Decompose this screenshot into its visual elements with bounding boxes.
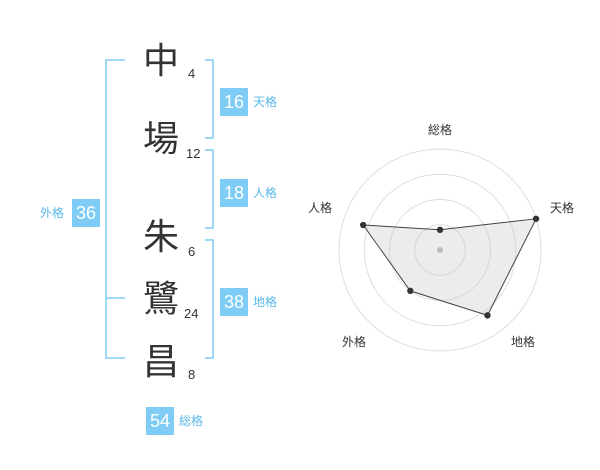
radar-point [436,226,444,233]
soukaku-value: 54 [146,407,174,435]
radar-axis-label-chikaku: 地格 [511,334,535,349]
name-char-1: 中 [143,41,180,82]
chikaku-value: 38 [220,288,248,316]
radar-ring [414,224,466,276]
gaikaku-value: 36 [72,199,100,227]
stroke-count-2: 12 [186,146,201,161]
radar-center-dot [437,247,443,253]
gaikaku-bracket [105,59,125,359]
stroke-count-3: 6 [188,244,196,259]
radar-axis-label-soukaku: 総格 [428,122,452,137]
stroke-count-5: 8 [188,367,196,382]
stroke-count-4: 24 [184,306,199,321]
radar-point [484,312,491,319]
radar-point [532,215,540,222]
jinkaku-label: 人格 [253,186,278,200]
stroke-count-1: 4 [188,66,196,81]
radar-axis-label-gaikaku: 外格 [342,334,366,349]
name-char-5: 昌 [143,342,180,383]
name-char-3: 朱 [143,217,180,258]
radar-points [359,215,540,319]
tenkaku-value: 16 [220,88,248,116]
radar-point [407,287,414,295]
name-char-2: 場 [143,119,180,160]
radar-axis-label-tenkaku: 天格 [550,200,574,215]
tenkaku-bracket [205,59,214,139]
gaikaku-label: 外格 [40,206,65,220]
radar-rings [338,148,542,352]
jinkaku-bracket [205,149,214,229]
jinkaku-value: 18 [220,179,248,207]
name-char-4: 鷺 [143,279,180,320]
radar-axis-label-jinkaku: 人格 [308,200,332,215]
soukaku-label: 総格 [179,414,204,428]
radar-point [359,221,367,229]
chikaku-label: 地格 [253,295,278,309]
tenkaku-label: 天格 [253,95,278,109]
radar-ring [338,148,542,352]
radar-ring [363,173,517,327]
chikaku-bracket [205,239,214,359]
radar-polygon [362,218,537,317]
